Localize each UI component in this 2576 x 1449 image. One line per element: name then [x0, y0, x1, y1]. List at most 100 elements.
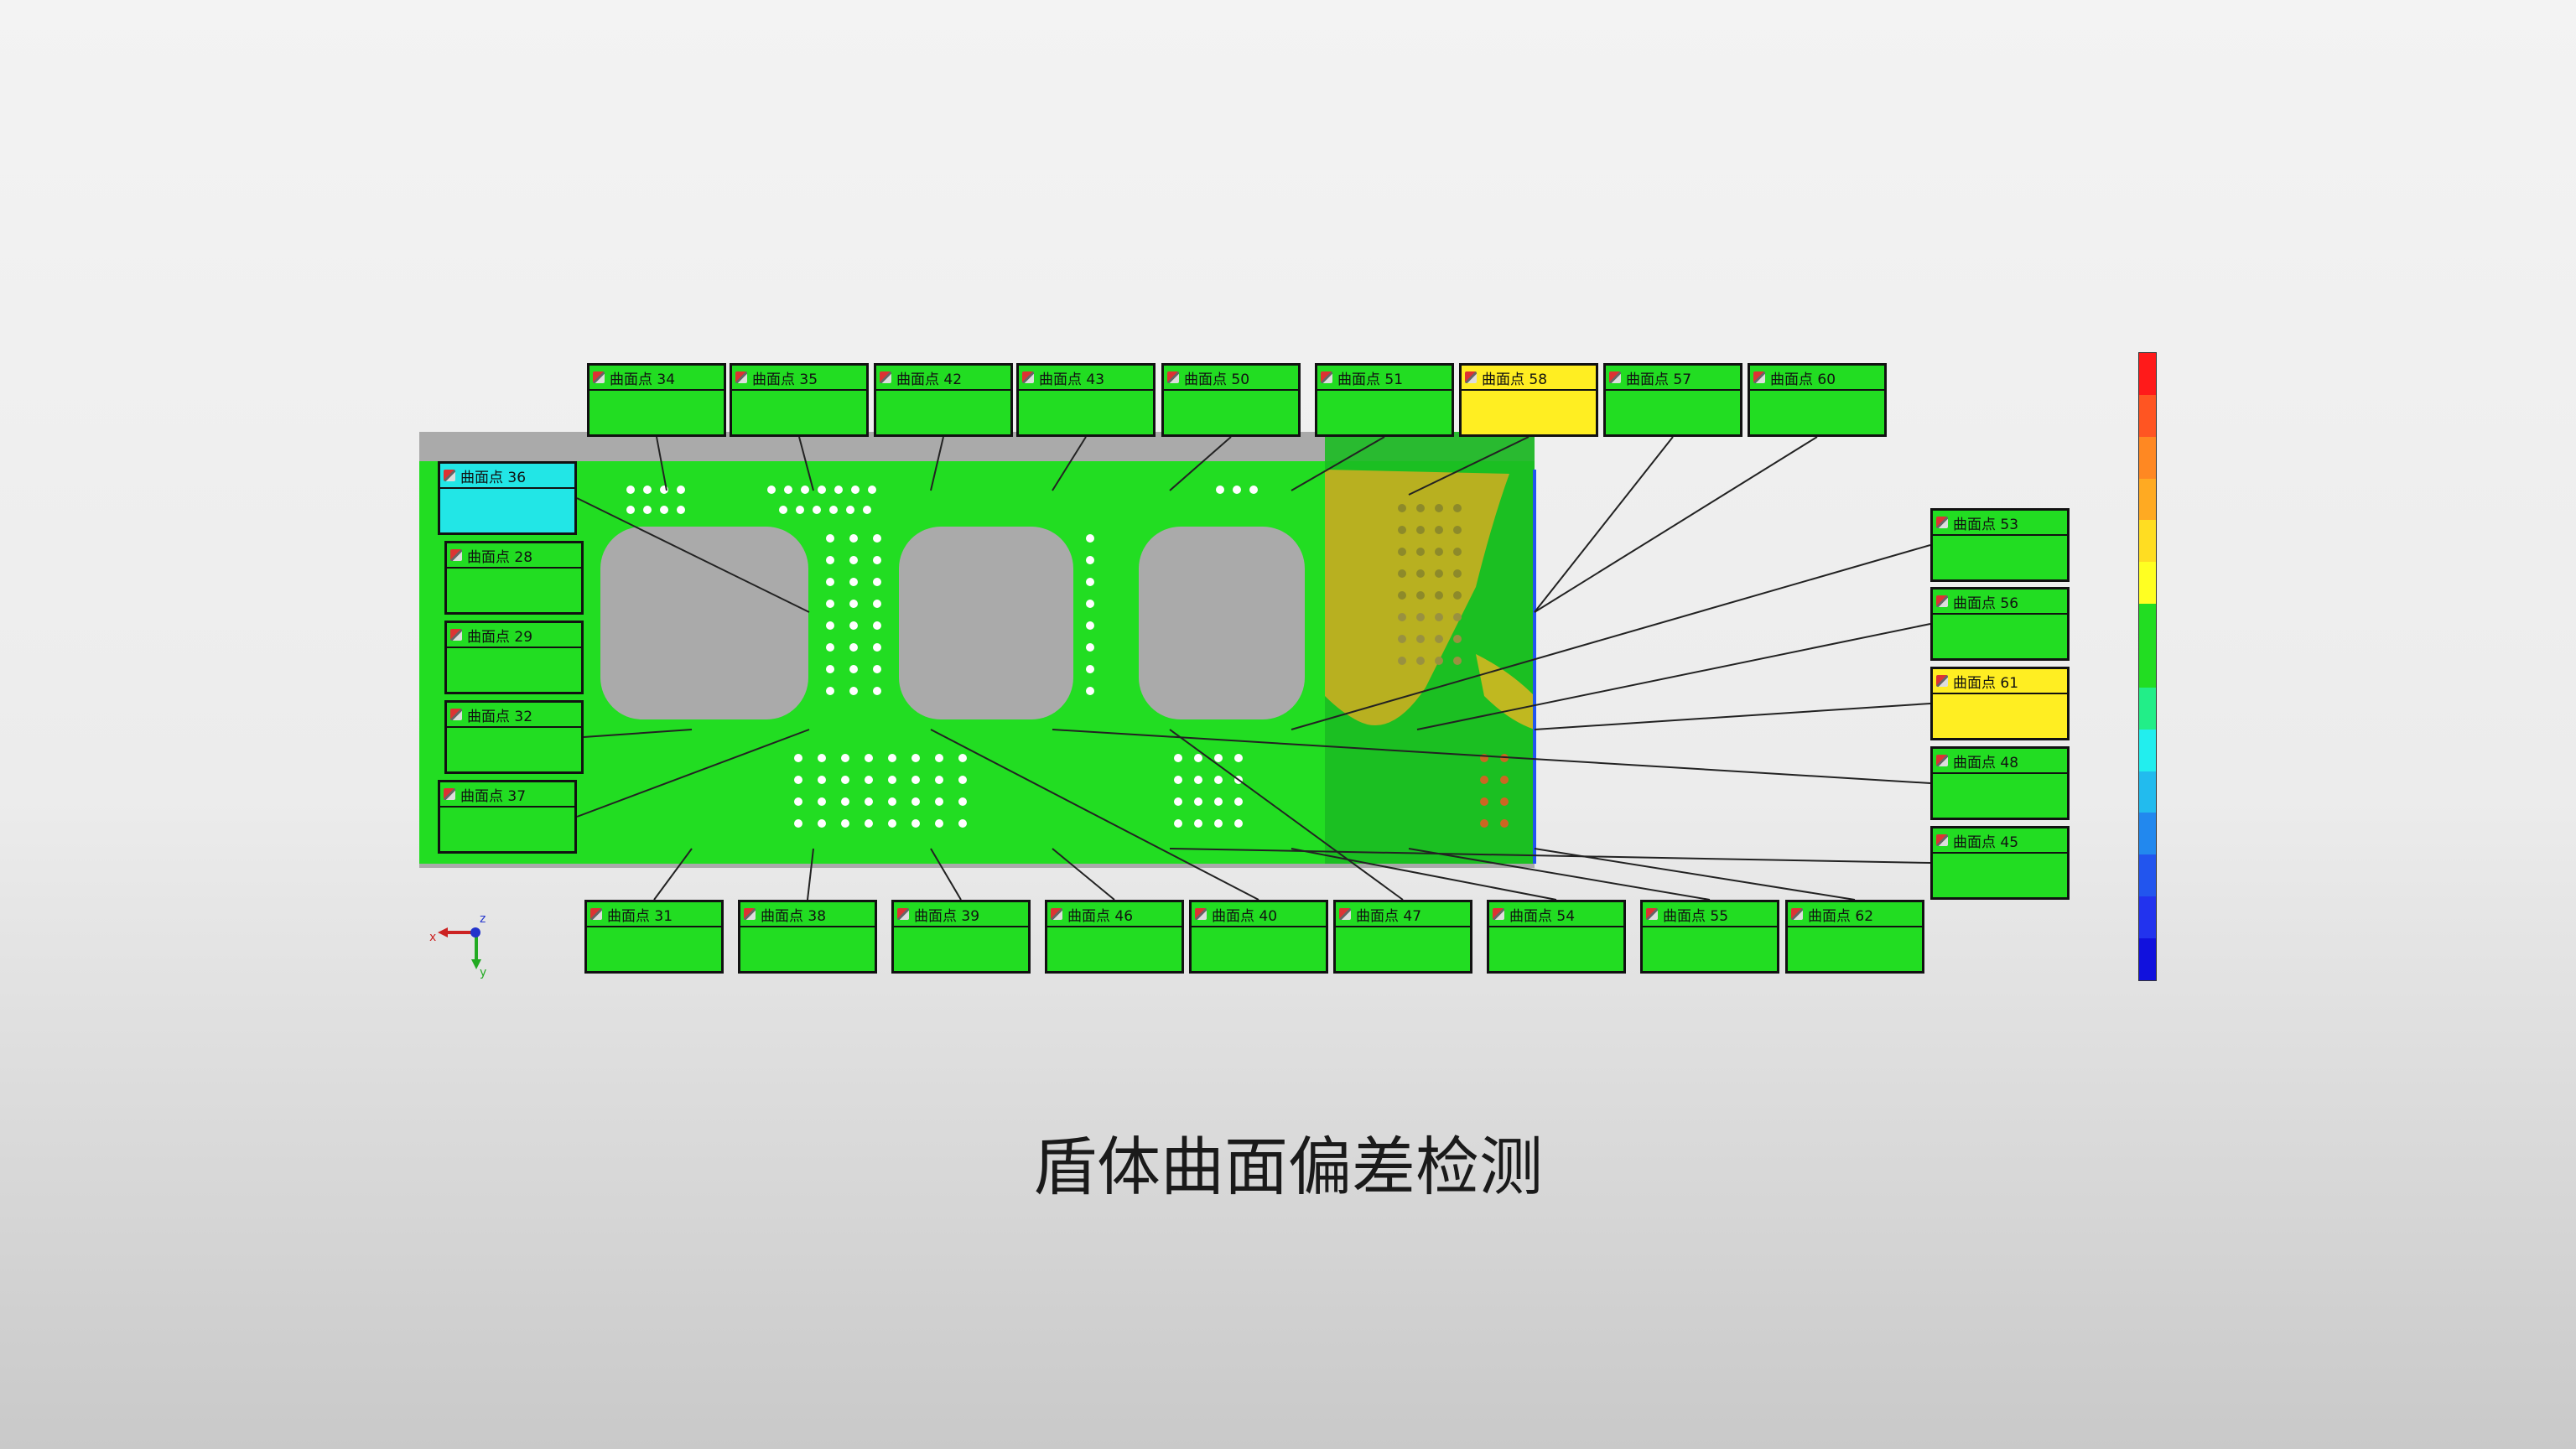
callout-label[interactable]: 曲面点 34 [587, 363, 726, 437]
leader-line [930, 848, 962, 901]
hole [958, 797, 967, 806]
callout-row-blurred [732, 391, 866, 413]
callout-title: 曲面点 37 [460, 787, 527, 805]
surface-point-icon [1022, 371, 1034, 383]
callout-row-blurred [1192, 927, 1326, 949]
hole [1398, 591, 1406, 600]
callout-label[interactable]: 曲面点 60 [1748, 363, 1887, 437]
hole [1435, 569, 1443, 578]
callout-row-blurred [1606, 413, 1740, 434]
leader-line [1534, 436, 1674, 613]
hole [888, 797, 896, 806]
color-scale-segment [2139, 646, 2156, 688]
callout-label[interactable]: 曲面点 31 [584, 900, 724, 974]
callout-label[interactable]: 曲面点 28 [444, 541, 584, 615]
callout-label[interactable]: 曲面点 45 [1930, 826, 2070, 900]
callout-header: 曲面点 34 [589, 366, 724, 391]
callout-label[interactable]: 曲面点 58 [1459, 363, 1598, 437]
callout-label[interactable]: 曲面点 42 [874, 363, 1013, 437]
callout-label[interactable]: 曲面点 50 [1161, 363, 1301, 437]
callout-label[interactable]: 曲面点 43 [1016, 363, 1156, 437]
callout-label[interactable]: 曲面点 55 [1640, 900, 1779, 974]
callout-row-blurred [1750, 391, 1884, 413]
callout-label[interactable]: 曲面点 32 [444, 700, 584, 774]
callout-row-blurred [876, 413, 1010, 434]
callout-label[interactable]: 曲面点 57 [1603, 363, 1742, 437]
hole [643, 506, 652, 514]
callout-label[interactable]: 曲面点 48 [1930, 746, 2070, 820]
callout-label[interactable]: 曲面点 62 [1785, 900, 1924, 974]
hole [1086, 621, 1094, 630]
callout-label[interactable]: 曲面点 47 [1333, 900, 1472, 974]
hole [1453, 635, 1462, 643]
callout-row-blurred [1933, 854, 2067, 875]
callout-row-blurred [894, 927, 1028, 949]
callout-label[interactable]: 曲面点 39 [891, 900, 1031, 974]
hole [1249, 486, 1258, 494]
callout-label[interactable]: 曲面点 38 [738, 900, 877, 974]
color-scale-segment [2139, 687, 2156, 730]
surface-point-icon [735, 371, 747, 383]
hole [1416, 504, 1425, 512]
leader-line [1408, 436, 1530, 496]
hole [1416, 548, 1425, 556]
leader-line [1416, 623, 1931, 730]
callout-label[interactable]: 曲面点 36 [438, 461, 577, 535]
callout-row-blurred [1462, 391, 1596, 413]
callout-title: 曲面点 50 [1184, 371, 1250, 388]
hole [873, 600, 881, 608]
surface-point-icon [1051, 908, 1062, 920]
callout-label[interactable]: 曲面点 46 [1045, 900, 1184, 974]
callout-title: 曲面点 42 [896, 371, 963, 388]
callout-label[interactable]: 曲面点 35 [730, 363, 869, 437]
callout-label[interactable]: 曲面点 29 [444, 621, 584, 694]
hole [1398, 613, 1406, 621]
callout-header: 曲面点 60 [1750, 366, 1884, 391]
callout-row-blurred [440, 829, 574, 851]
leader-line [807, 848, 814, 901]
hole [826, 534, 834, 543]
callout-row-blurred [1336, 949, 1470, 971]
hole [1435, 635, 1443, 643]
callout-label[interactable]: 曲面点 56 [1930, 587, 2070, 661]
callout-label[interactable]: 曲面点 51 [1315, 363, 1454, 437]
axis-y-label: y [480, 966, 486, 979]
callout-title: 曲面点 57 [1626, 371, 1692, 388]
hole [1398, 657, 1406, 665]
hole [829, 506, 838, 514]
hole [863, 506, 871, 514]
hole-pattern [626, 486, 1509, 828]
hole [873, 578, 881, 586]
surface-point-icon [1936, 755, 1948, 766]
callout-title: 曲面点 58 [1482, 371, 1548, 388]
hole [1435, 613, 1443, 621]
callout-label[interactable]: 曲面点 54 [1487, 900, 1626, 974]
callout-row-blurred [1788, 927, 1922, 949]
surface-point-icon [1936, 517, 1948, 528]
callout-title: 曲面点 51 [1337, 371, 1404, 388]
callout-header: 曲面点 56 [1933, 589, 2067, 615]
hole [1194, 819, 1202, 828]
hole [1500, 797, 1509, 806]
callout-label[interactable]: 曲面点 61 [1930, 667, 2070, 740]
hole [1194, 754, 1202, 762]
callout-row-blurred [589, 413, 724, 434]
hole [813, 506, 821, 514]
callout-label[interactable]: 曲面点 53 [1930, 508, 2070, 582]
hole [1233, 486, 1241, 494]
callout-row-blurred [447, 750, 581, 771]
hole [826, 578, 834, 586]
callout-label[interactable]: 曲面点 40 [1189, 900, 1328, 974]
hole [1500, 776, 1509, 784]
callout-header: 曲面点 45 [1933, 828, 2067, 854]
surface-point-icon [444, 788, 455, 800]
callout-title: 曲面点 61 [1953, 674, 2019, 692]
hole [794, 797, 802, 806]
hole [818, 819, 826, 828]
callout-title: 曲面点 39 [914, 907, 980, 925]
callout-label[interactable]: 曲面点 37 [438, 780, 577, 854]
callout-header: 曲面点 31 [587, 902, 721, 927]
callout-title: 曲面点 62 [1808, 907, 1874, 925]
hole [1174, 754, 1182, 762]
